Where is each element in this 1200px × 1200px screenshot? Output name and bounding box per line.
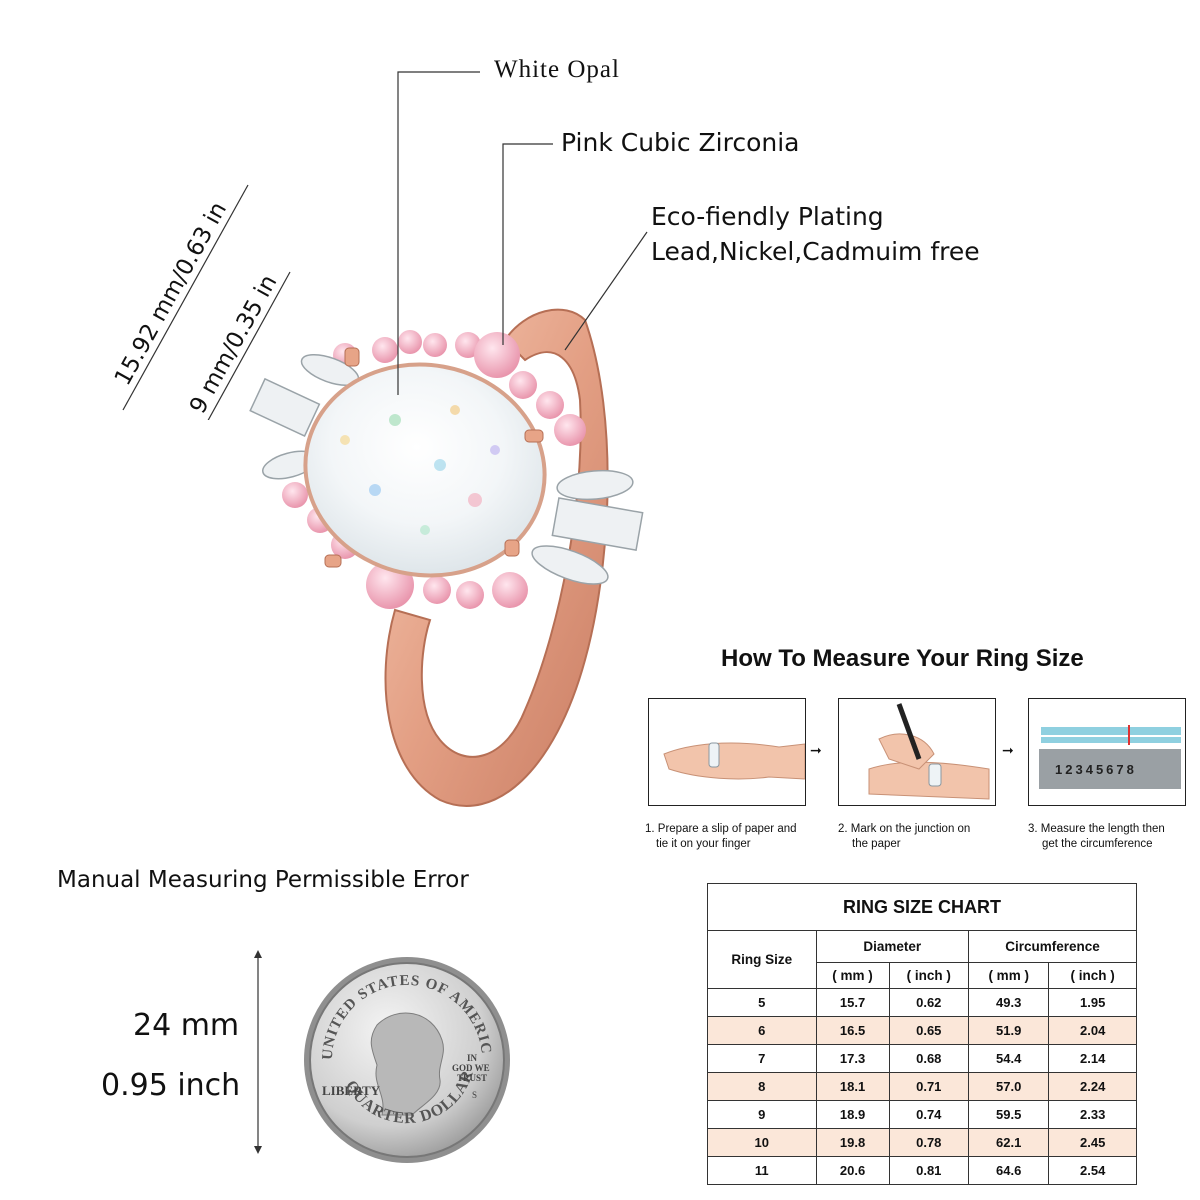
ruler-icon [1039, 725, 1181, 789]
col-ring-size: Ring Size [707, 930, 817, 989]
washington-profile [370, 1012, 444, 1116]
unit-inch: ( inch ) [888, 962, 970, 989]
step-3-caption: 3. Measure the length then get the circu… [1028, 823, 1165, 850]
col-circumference: Circumference [968, 930, 1137, 963]
clear-stones [249, 354, 644, 585]
pink-halo [282, 330, 586, 609]
hand-pen-icon [868, 703, 990, 800]
col-diameter: Diameter [815, 930, 970, 963]
callout-pink-zirconia: Pink Cubic Zirconia [561, 128, 800, 157]
callout-plating-line2: Lead,Nickel,Cadmuim free [651, 237, 980, 266]
coin-mint: S [472, 1090, 477, 1100]
quarter-coin: UNITED STATES OF AMERICA QUARTER DOLLAR … [296, 943, 512, 1165]
step-2-image [838, 698, 996, 806]
coin-motto-2: GOD WE [452, 1063, 490, 1073]
step-3-image: 12345678 [1028, 698, 1186, 806]
coin-motto-3: TRUST [457, 1073, 487, 1083]
step-2-caption: 2. Mark on the junction on the paper [838, 823, 971, 850]
opal-stone [303, 362, 547, 578]
error-heading: Manual Measuring Permissible Error [57, 867, 469, 893]
ring-band [384, 308, 609, 807]
callout-white-opal: White Opal [494, 56, 620, 83]
coin-liberty: LIBERTY [322, 1083, 381, 1098]
callout-lines [122, 71, 648, 420]
guide-title: How To Measure Your Ring Size [721, 645, 1084, 672]
ring-illustration [249, 308, 644, 807]
chart-title: RING SIZE CHART [707, 883, 1137, 931]
step-1-image [648, 698, 806, 806]
opal-fire [340, 405, 500, 535]
coin-size-mm: 24 mm [133, 1008, 240, 1043]
arrow-icon: ➞ [810, 742, 822, 758]
coin-size-inch: 0.95 inch [101, 1068, 241, 1103]
coin-motto-1: IN [467, 1053, 478, 1063]
hand-icon [663, 742, 805, 780]
unit-inch: ( inch ) [1048, 962, 1137, 989]
callout-plating-line1: Eco-fiendly Plating [651, 202, 884, 231]
step-1-caption: 1. Prepare a slip of paper and tie it on… [645, 823, 797, 850]
unit-mm: ( mm ) [815, 962, 890, 989]
arrow-icon: ➞ [1002, 742, 1014, 758]
ring-size-chart: RING SIZE CHART Ring Size Diameter Circu… [707, 883, 1137, 1185]
coin-measure-line [254, 950, 262, 1154]
ruler-numbers: 12345678 [1055, 762, 1137, 777]
unit-mm: ( mm ) [968, 962, 1050, 989]
